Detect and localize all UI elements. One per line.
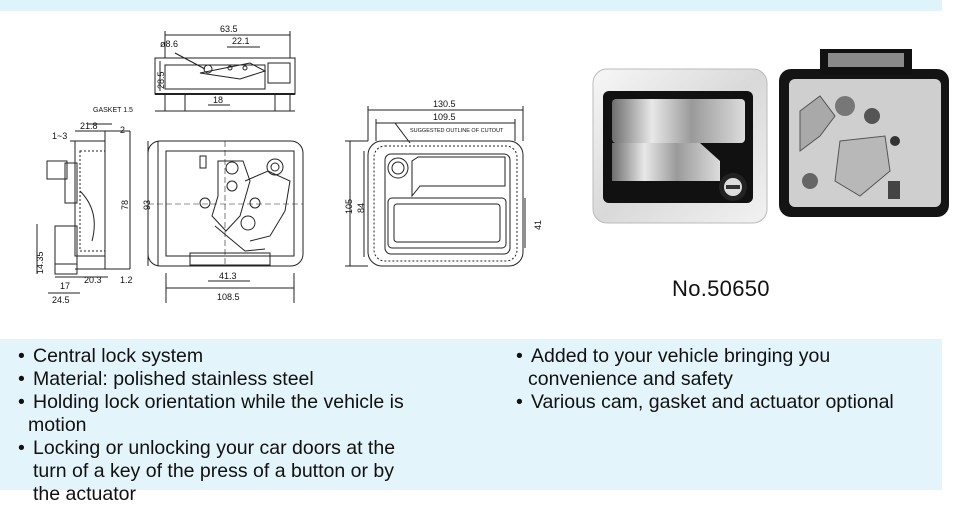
model-number: No.50650 (672, 276, 770, 301)
feature-item: Central lock system (18, 345, 488, 368)
feature-item-cont: convenience and safety (528, 368, 733, 390)
dimension-labels: ø8.6 63.5 22.1 28.5 18 GASKET 1.5 21.8 1… (35, 24, 543, 305)
drawing-canvas: ø8.6 63.5 22.1 28.5 18 GASKET 1.5 21.8 1… (35, 24, 949, 305)
feature-item-cont: the actuator (33, 483, 136, 505)
dim-range: 1~3 (52, 131, 67, 141)
dim-height-78: 78 (120, 200, 130, 210)
feature-list-right: Added to your vehicle bringing you conve… (516, 345, 936, 414)
dim-twenty: 20.3 (84, 275, 102, 285)
feature-list-left: Central lock system Material: polished s… (18, 345, 488, 506)
dim-one-two: 1.2 (120, 275, 133, 285)
dim-hole-spacing: 22.1 (232, 36, 250, 46)
feature-panel: Central lock system Material: polished s… (0, 339, 942, 505)
product-photo-back (779, 49, 949, 217)
feature-item-cont: turn of a key of the press of a button o… (33, 460, 394, 482)
dim-latch-width: 41.3 (219, 271, 237, 281)
cutout-note: SUGGESTED OUTLINE OF CUTOUT (410, 128, 504, 134)
feature-item: Material: polished stainless steel (18, 368, 488, 391)
top-view (154, 31, 296, 112)
dim-twentyfour: 24.5 (52, 295, 70, 305)
dim-cutout-height: 84 (356, 203, 366, 213)
dim-offset: 18 (213, 95, 223, 105)
dim-front-width: 108.5 (217, 292, 240, 302)
feature-item: Holding lock orientation while the vehic… (18, 391, 488, 414)
front-view (147, 140, 304, 303)
feature-item: Locking or unlocking your car doors at t… (18, 437, 488, 460)
feature-item-cont: motion (28, 414, 87, 436)
technical-drawing: ø8.6 63.5 22.1 28.5 18 GASKET 1.5 21.8 1… (0, 11, 960, 329)
dim-gasket: GASKET 1.5 (93, 107, 133, 114)
dim-height-93: 93 (142, 200, 152, 210)
dim-two: 2 (120, 125, 125, 135)
top-banner-strip (0, 0, 942, 11)
dim-outer-width: 130.5 (433, 99, 456, 109)
dim-width-top: 63.5 (220, 24, 238, 34)
dim-seventeen: 17 (60, 281, 70, 291)
dim-diameter: ø8.6 (160, 39, 178, 49)
dim-handle-height: 41 (533, 220, 543, 230)
dim-outer-height: 105 (344, 199, 354, 214)
dim-cutout-width: 109.5 (433, 112, 456, 122)
dim-side-height: 14.35 (35, 251, 45, 274)
dim-depth: 28.5 (156, 71, 166, 89)
side-view (36, 123, 131, 294)
product-photo-front (592, 68, 768, 224)
feature-item: Added to your vehicle bringing you (516, 345, 936, 368)
feature-item: Various cam, gasket and actuator optiona… (516, 391, 936, 414)
cutout-view (345, 106, 526, 267)
dim-side-width: 21.8 (80, 121, 98, 131)
